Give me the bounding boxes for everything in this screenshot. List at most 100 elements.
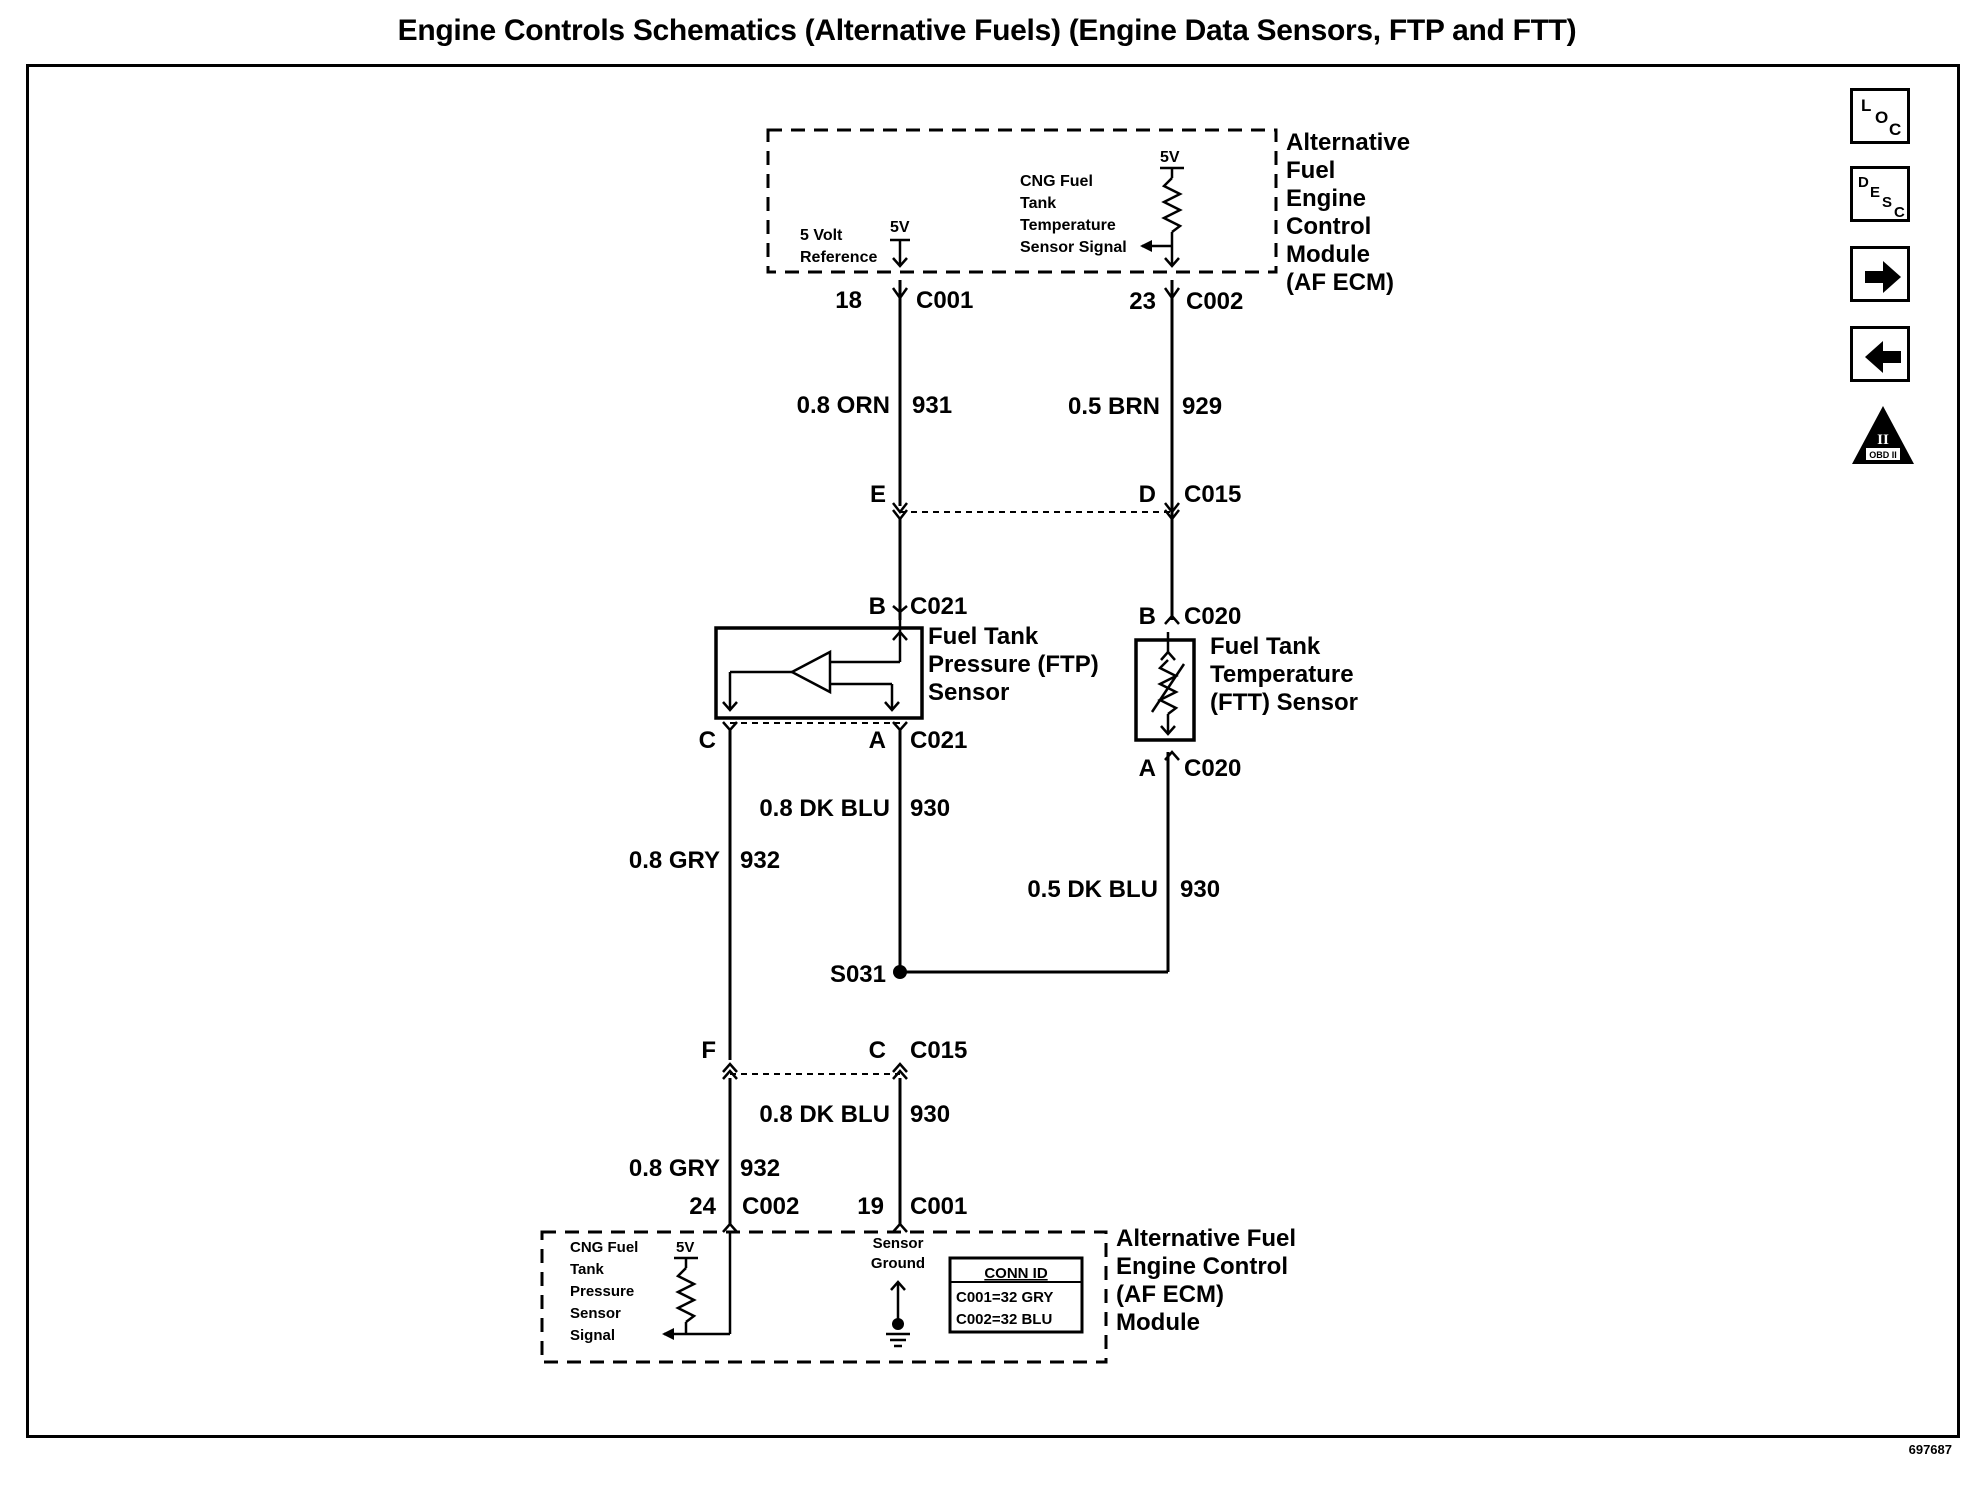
wire-932-color-a: 0.8 GRY — [629, 847, 720, 874]
ftt-thermistor-symbol — [1150, 632, 1186, 736]
wire-930-circuit-c: 930 — [910, 1101, 950, 1128]
obd-warning-icon: II OBD II — [1852, 406, 1914, 464]
arrow-right-icon — [1865, 261, 1901, 293]
ftp-label-3: Sensor — [928, 679, 1009, 706]
pin-24: 24 — [689, 1193, 716, 1220]
ftp-pin-a: A — [869, 727, 886, 754]
wire-930-color-c: 0.8 DK BLU — [759, 1101, 890, 1128]
ftp-pin-c: C — [699, 727, 716, 754]
splice-label: S031 — [830, 961, 886, 988]
temp-sig-label-4: Sensor Signal — [1020, 239, 1127, 256]
conn-id-row-1: C001=32 GRY — [956, 1289, 1053, 1306]
wire-930-circuit-a: 930 — [910, 795, 950, 822]
ftt-label-3: (FTT) Sensor — [1210, 689, 1358, 716]
press-sig-label-4: Sensor — [570, 1305, 621, 1322]
press-sig-label-3: Pressure — [570, 1283, 634, 1300]
c001-top-label: C001 — [916, 287, 973, 314]
top-ecm-name-4: Control — [1286, 213, 1371, 240]
pin-18: 18 — [835, 287, 862, 314]
pin-e: E — [870, 481, 886, 508]
bottom-ecm-name-2: Engine Control — [1116, 1253, 1288, 1280]
press-sig-label-1: CNG Fuel — [570, 1239, 638, 1256]
sensor-ground-symbol — [886, 1280, 910, 1348]
ref-label-2: Reference — [800, 249, 877, 266]
loc-letter-c: C — [1889, 120, 1901, 139]
wire-931-color: 0.8 ORN — [797, 392, 890, 419]
desc-letter-d: D — [1858, 174, 1869, 191]
ftp-sensor-symbol — [722, 620, 908, 712]
pin-19: 19 — [857, 1193, 884, 1220]
desc-letter-c: C — [1894, 204, 1905, 221]
wire-930-color-a: 0.8 DK BLU — [759, 795, 890, 822]
ref-label-1: 5 Volt — [800, 227, 843, 244]
wire-929-color: 0.5 BRN — [1068, 393, 1160, 420]
c002-bottom-label: C002 — [742, 1193, 799, 1220]
desc-letter-e: E — [1870, 184, 1880, 201]
c001-bottom-label: C001 — [910, 1193, 967, 1220]
temp-sig-label-2: Tank — [1020, 195, 1056, 212]
bottom-ecm-name-3: (AF ECM) — [1116, 1281, 1224, 1308]
loc-letter-o: O — [1875, 108, 1888, 127]
pin-d: D — [1139, 481, 1156, 508]
arrow-left-icon — [1865, 341, 1901, 373]
top-ecm-name-6: (AF ECM) — [1286, 269, 1394, 296]
ref-voltage: 5V — [890, 219, 910, 236]
top-ecm-name-3: Engine — [1286, 185, 1366, 212]
page-title: Engine Controls Schematics (Alternative … — [397, 14, 1577, 47]
c021-a-label: C021 — [910, 727, 967, 754]
bottom-ecm-name: Alternative Fuel Engine Control (AF ECM)… — [1116, 1225, 1296, 1336]
temp-sig-label-1: CNG Fuel — [1020, 173, 1093, 190]
temp-pullup-resistor — [1140, 166, 1184, 268]
temp-sig-label-3: Temperature — [1020, 217, 1116, 234]
pin-f: F — [701, 1037, 716, 1064]
ftp-pin-b: B — [869, 593, 886, 620]
ground-label-1: Sensor — [873, 1235, 924, 1252]
c002-top-label: C002 — [1186, 288, 1243, 315]
description-button[interactable]: D E S C — [1850, 166, 1910, 222]
ftt-label-1: Fuel Tank — [1210, 633, 1321, 660]
temp-sig-voltage: 5V — [1160, 149, 1180, 166]
pin-23: 23 — [1129, 288, 1156, 315]
c020-a-label: C020 — [1184, 755, 1241, 782]
wire-930-circuit-b: 930 — [1180, 876, 1220, 903]
wire-930-color-b: 0.5 DK BLU — [1027, 876, 1158, 903]
obd-ii-button[interactable]: II OBD II — [1850, 404, 1916, 468]
top-ecm-name-1: Alternative — [1286, 129, 1410, 156]
top-ecm-name: Alternative Fuel Engine Control Module (… — [1286, 129, 1410, 296]
conn-id-table — [948, 1256, 1084, 1334]
bottom-ecm-box — [540, 1230, 1108, 1364]
ftt-pin-b: B — [1139, 603, 1156, 630]
top-ecm-name-5: Module — [1286, 241, 1370, 268]
diagram-frame — [26, 64, 1960, 1438]
location-button[interactable]: L O C — [1850, 88, 1910, 144]
ground-label-2: Ground — [871, 1255, 925, 1272]
pin-c: C — [869, 1037, 886, 1064]
wire-931-circuit: 931 — [912, 392, 952, 419]
ftt-label-2: Temperature — [1210, 661, 1354, 688]
figure-id: 697687 — [1908, 1442, 1952, 1457]
press-sig-voltage: 5V — [676, 1239, 694, 1256]
wire-932-circuit-a: 932 — [740, 847, 780, 874]
wire-929-circuit: 929 — [1182, 393, 1222, 420]
c015-top-label: C015 — [1184, 481, 1241, 508]
loc-letter-l: L — [1861, 96, 1871, 115]
top-ecm-box — [766, 128, 1278, 274]
c015-bottom-label: C015 — [910, 1037, 967, 1064]
desc-letter-s: S — [1882, 194, 1892, 211]
ftp-label-1: Fuel Tank — [928, 623, 1039, 650]
press-pullup-resistor — [662, 1232, 732, 1340]
obd-roman: II — [1877, 432, 1889, 448]
conn-id-row-2: C002=32 BLU — [956, 1311, 1052, 1328]
obd-label: OBD II — [1869, 450, 1897, 460]
next-page-button[interactable] — [1850, 246, 1910, 302]
wire-932-color-b: 0.8 GRY — [629, 1155, 720, 1182]
previous-page-button[interactable] — [1850, 326, 1910, 382]
ftp-label-2: Pressure (FTP) — [928, 651, 1099, 678]
conn-id-title: CONN ID — [984, 1265, 1048, 1282]
press-sig-label-2: Tank — [570, 1261, 605, 1278]
wire-932-circuit-b: 932 — [740, 1155, 780, 1182]
ftt-pin-a: A — [1139, 755, 1156, 782]
ftp-sensor-box — [714, 626, 924, 720]
ftt-sensor-box — [1134, 638, 1196, 742]
